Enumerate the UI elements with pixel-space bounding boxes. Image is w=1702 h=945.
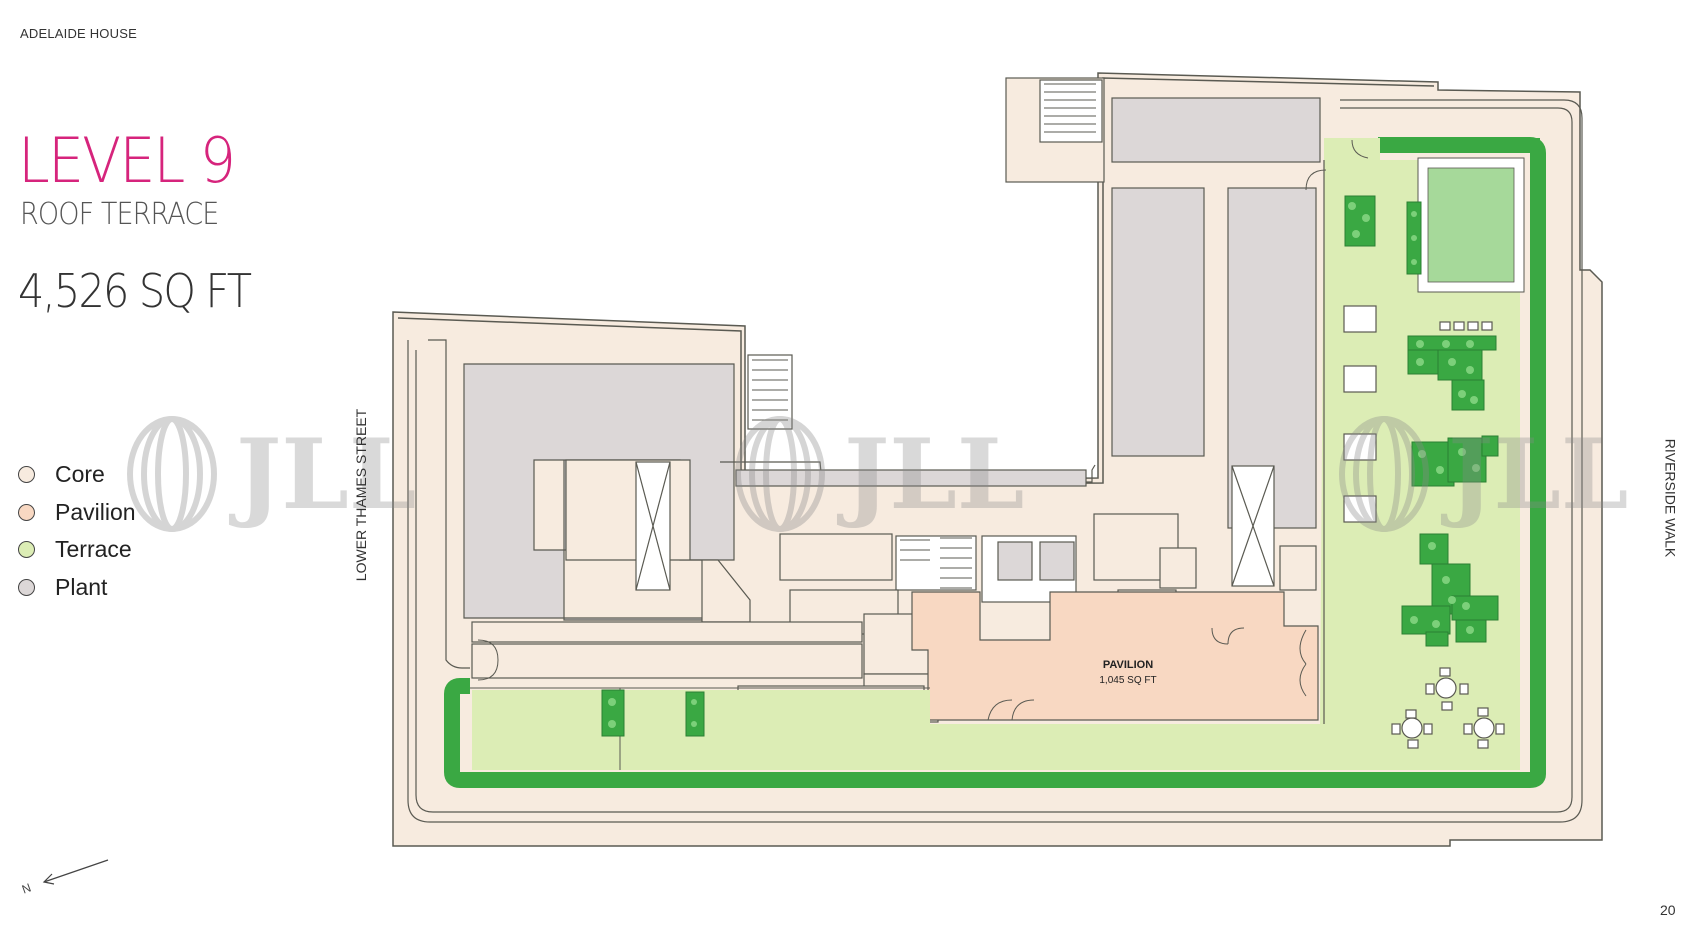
building-name: ADELAIDE HOUSE bbox=[20, 26, 137, 41]
pool bbox=[1417, 157, 1525, 293]
street-label-west: LOWER THAMES STREET bbox=[353, 408, 369, 582]
legend-swatch-plant bbox=[18, 578, 35, 596]
floor-subtitle: ROOF TERRACE bbox=[20, 197, 219, 232]
north-letter: N bbox=[20, 881, 33, 897]
legend-item-terrace: Terrace bbox=[18, 531, 136, 569]
inner-circulation bbox=[407, 99, 1583, 823]
legend-swatch-pavilion bbox=[18, 503, 35, 521]
legend-label-pavilion: Pavilion bbox=[55, 498, 136, 525]
street-label-east: RIVERSIDE WALK bbox=[1662, 438, 1679, 557]
floor-title: LEVEL 9 bbox=[18, 124, 236, 197]
legend-label-plant: Plant bbox=[55, 573, 108, 600]
legend-label-terrace: Terrace bbox=[55, 536, 132, 563]
pavilion-area-label: 1,045 SQ FT bbox=[1099, 675, 1156, 686]
floor-area: 4,526 SQ FT bbox=[18, 264, 252, 318]
page-number: 20 bbox=[1660, 902, 1676, 918]
legend-label-core: Core bbox=[55, 461, 105, 488]
plant-area-north bbox=[1111, 97, 1321, 163]
plant-strip bbox=[735, 469, 1087, 487]
plant-area-central bbox=[1111, 187, 1205, 457]
watermark-text-3: JLL bbox=[1440, 418, 1628, 531]
planting-top bbox=[1374, 138, 1540, 150]
legend-swatch-terrace bbox=[18, 541, 35, 559]
legend: Core Pavilion Terrace Plant bbox=[18, 456, 136, 606]
planter-leaves bbox=[608, 202, 1480, 728]
legend-item-pavilion: Pavilion bbox=[18, 494, 136, 532]
door-swings bbox=[477, 139, 1369, 697]
terrace-seating bbox=[1343, 305, 1505, 749]
watermark-text-2: JLL bbox=[836, 418, 1024, 531]
legend-item-core: Core bbox=[18, 456, 136, 494]
pavilion-area bbox=[911, 591, 1319, 721]
watermark-text-1: JLL bbox=[228, 418, 416, 531]
legend-swatch-core bbox=[18, 466, 35, 484]
north-arrow-icon bbox=[42, 859, 109, 885]
planters bbox=[601, 195, 1499, 737]
pavilion-label: PAVILION bbox=[1103, 659, 1153, 671]
jll-watermark bbox=[127, 416, 1429, 532]
legend-item-plant: Plant bbox=[18, 569, 136, 607]
